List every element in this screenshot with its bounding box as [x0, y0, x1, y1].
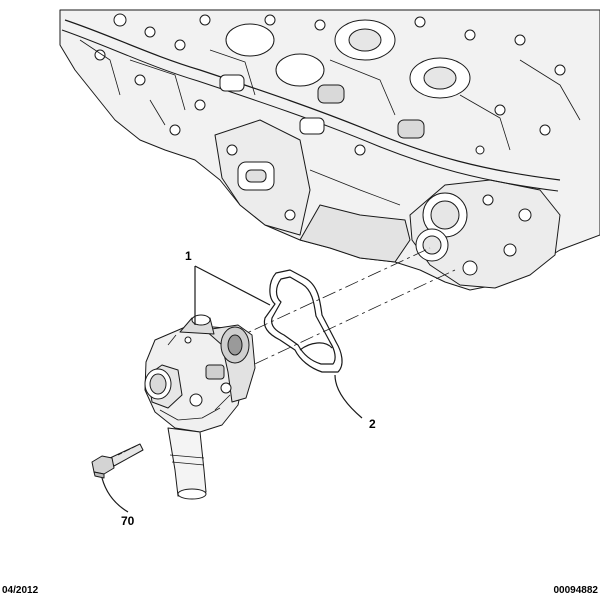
- leader-lines: [101, 265, 363, 513]
- callout-label-70: 70: [121, 514, 135, 528]
- gasket-part: [263, 269, 343, 373]
- callout-label-2: 2: [369, 417, 376, 431]
- footer-reference-number: 00094882: [553, 585, 599, 596]
- bolt-part: [91, 443, 144, 479]
- thermostat-housing-part: [144, 314, 256, 500]
- cylinder-head-assembly: [59, 9, 600, 291]
- footer-date: 04/2012: [2, 585, 39, 596]
- callout-label-1: 1: [185, 249, 192, 263]
